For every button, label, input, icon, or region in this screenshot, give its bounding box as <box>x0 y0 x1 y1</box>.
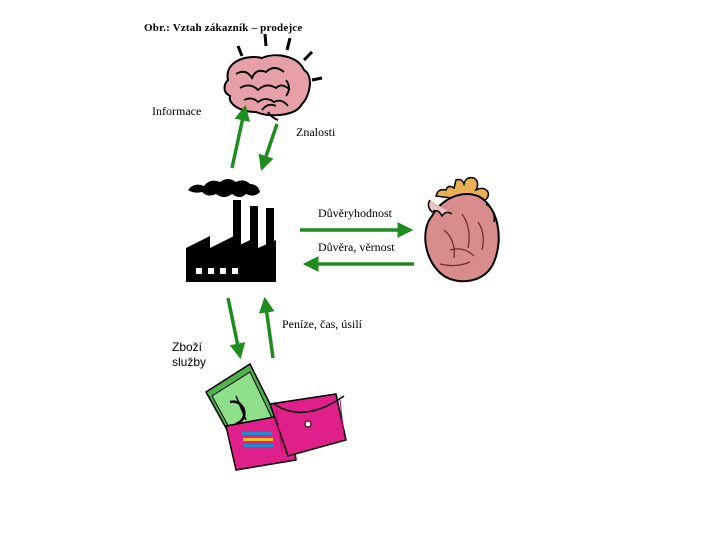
heart-icon <box>424 176 500 283</box>
label-informace: Informace <box>152 104 202 118</box>
arrow-znalosti <box>258 123 279 171</box>
arrow-informace <box>230 104 251 169</box>
label-znalosti: Znalosti <box>296 125 336 139</box>
factory-icon <box>186 179 276 282</box>
label-sluzby: služby <box>172 355 207 369</box>
diagram-title: Obr.: Vztah zákazník – prodejce <box>144 22 303 34</box>
label-zbozi: Zboží <box>172 340 203 354</box>
label-duvera-vernost: Důvěra, věrnost <box>318 240 395 254</box>
arrow-zbozi <box>226 297 246 360</box>
brain-icon <box>223 33 323 121</box>
label-penize: Peníze, čas, úsilí <box>282 317 362 331</box>
money-wallet-icon <box>205 362 347 471</box>
arrow-penize <box>258 296 275 359</box>
label-duveryhodnost: Důvěryhodnost <box>318 206 392 220</box>
